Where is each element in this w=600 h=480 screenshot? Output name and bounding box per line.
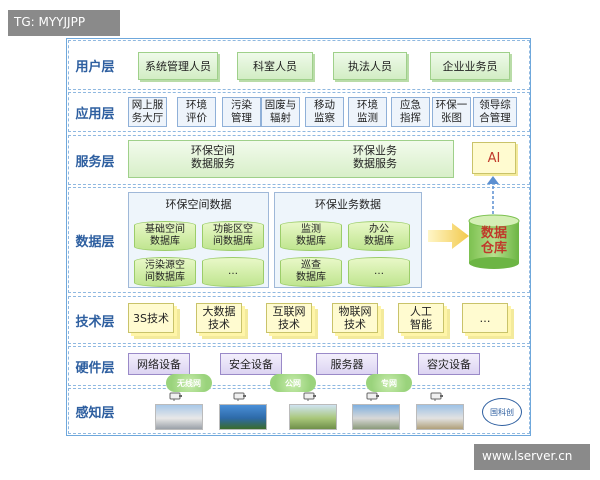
camera-icon — [233, 392, 246, 401]
data-layer-label: 数据层 — [75, 234, 115, 250]
network-cloud: 专网 — [366, 374, 412, 392]
app-module: 应急指挥 — [391, 97, 430, 127]
tech-card: 物联网技术 — [332, 303, 378, 333]
business-database: 监测数据库 — [280, 221, 342, 251]
business-database: … — [348, 257, 410, 287]
business-data-title: 环保业务数据 — [315, 198, 381, 211]
ai-service: AI — [472, 142, 516, 174]
arrow-up-icon — [487, 176, 499, 214]
business-database: 巡查数据库 — [280, 257, 342, 287]
app-module: 网上服务大厅 — [128, 97, 167, 127]
arrow-to-warehouse-icon — [428, 223, 469, 249]
network-cloud: 公网 — [270, 374, 316, 392]
user-role: 执法人员 — [333, 52, 407, 80]
app-module: 环境评价 — [177, 97, 216, 127]
spatial-database: 基础空间数据库 — [134, 221, 196, 251]
app-module: 污染管理 — [222, 97, 261, 127]
spatial-data-title: 环保空间数据 — [165, 198, 232, 211]
sensing-scene-photo — [219, 404, 267, 430]
service-band — [128, 140, 454, 178]
tech-layer-label: 技术层 — [75, 314, 115, 330]
service-layer-label: 服务层 — [75, 154, 115, 170]
user-role: 系统管理人员 — [138, 52, 218, 80]
sensing-scene-photo — [289, 404, 337, 430]
hardware-device: 网络设备 — [128, 353, 190, 375]
tech-card: … — [462, 303, 508, 333]
camera-icon — [303, 392, 316, 401]
sensing-layer-label: 感知层 — [75, 405, 115, 421]
user-layer-label: 用户层 — [75, 59, 115, 75]
user-role: 科室人员 — [237, 52, 313, 80]
network-cloud: 无线网 — [166, 374, 212, 392]
spatial-database: 功能区空间数据库 — [202, 221, 264, 251]
hardware-device: 安全设备 — [220, 353, 282, 375]
watermark-top-text: TG: MYYJJPP — [14, 15, 86, 29]
spatial-database: 污染源空间数据库 — [134, 257, 196, 287]
sensing-scene-photo — [352, 404, 400, 430]
tech-card: 互联网技术 — [266, 303, 312, 333]
app-layer-label: 应用层 — [75, 106, 115, 122]
app-module: 环境监测 — [348, 97, 387, 127]
app-module: 移动监察 — [305, 97, 344, 127]
architecture-frame — [66, 38, 531, 436]
sensing-scene-photo — [155, 404, 203, 430]
business-data-service: 环保业务 数据服务 — [353, 144, 397, 170]
sensing-scene-photo — [416, 404, 464, 430]
hardware-device: 容灾设备 — [418, 353, 480, 375]
spatial-data-service: 环保空间 数据服务 — [191, 144, 235, 170]
app-module: 环保一张图 — [432, 97, 471, 127]
user-role: 企业业务员 — [430, 52, 510, 80]
watermark-bottom — [474, 444, 590, 470]
tech-card: 3S技术 — [128, 303, 174, 333]
app-module: 领导综合管理 — [473, 97, 517, 127]
spatial-database: … — [202, 257, 264, 287]
data-warehouse-icon — [468, 214, 520, 269]
camera-icon — [366, 392, 379, 401]
watermark-top — [8, 10, 120, 36]
hardware-device: 服务器 — [316, 353, 378, 375]
app-module: 固废与辐射 — [261, 97, 300, 127]
hardware-layer-label: 硬件层 — [75, 360, 115, 376]
data-warehouse-label: 数据 仓库 — [480, 226, 507, 256]
tech-card: 人工智能 — [398, 303, 444, 333]
tech-card: 大数据技术 — [196, 303, 242, 333]
watermark-bottom-text: www.lserver.cn — [482, 449, 573, 463]
logo-seal-icon: 国科创 — [482, 398, 522, 426]
business-database: 办公数据库 — [348, 221, 410, 251]
camera-icon — [430, 392, 443, 401]
camera-icon — [169, 392, 182, 401]
